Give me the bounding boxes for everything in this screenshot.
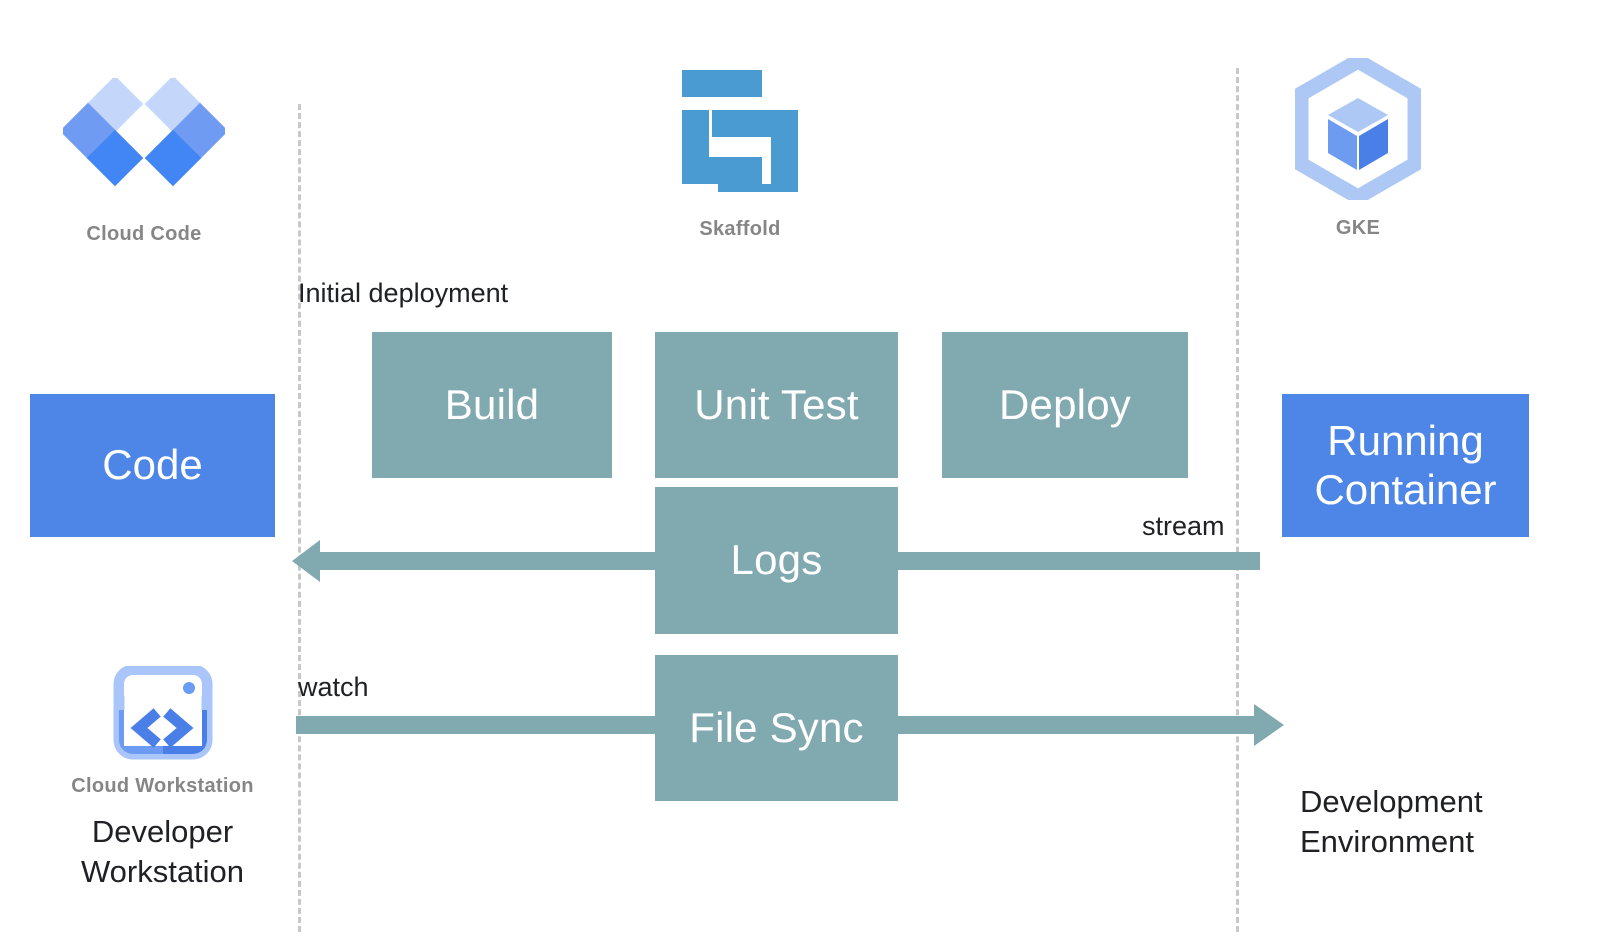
logo-caption-skaffold: Skaffold — [699, 218, 781, 240]
environment-boundary-line — [1236, 68, 1239, 932]
code-box-label: Code — [102, 441, 203, 489]
logo-caption-gke: GKE — [1335, 217, 1381, 239]
workstation-boundary-line — [298, 104, 301, 932]
cloud-workstation-icon — [113, 664, 213, 767]
logo-cloud-workstation: Cloud Workstation — [60, 664, 265, 798]
running-container-line1: Running — [1327, 416, 1484, 464]
stage-box-file-sync[interactable]: File Sync — [655, 655, 898, 801]
running-container-line2: Container — [1314, 465, 1497, 513]
connector-label-watch: watch — [298, 672, 369, 702]
connector-label-initial-deployment: Initial deployment — [298, 278, 509, 308]
connector-label-stream: stream — [1142, 511, 1225, 541]
skaffold-icon — [678, 66, 802, 211]
zone-caption-developer-workstation: Developer Workstation — [80, 814, 245, 889]
stage-label-unit-test: Unit Test — [694, 380, 859, 428]
cloud-code-icon — [59, 75, 229, 203]
gke-icon — [1293, 52, 1423, 206]
stage-label-file-sync: File Sync — [689, 703, 864, 751]
running-container-label: Running Container — [1314, 417, 1496, 514]
logo-skaffold: Skaffold — [640, 66, 840, 241]
code-box[interactable]: Code — [30, 394, 275, 537]
logo-cloud-code: Cloud Code — [44, 75, 244, 246]
stage-box-unit-test[interactable]: Unit Test — [655, 332, 898, 478]
logo-gke: GKE — [1258, 52, 1458, 240]
stage-label-logs: Logs — [730, 536, 823, 584]
stage-label-build: Build — [444, 380, 540, 428]
logo-caption-cloud-code: Cloud Code — [86, 223, 202, 245]
running-container-box[interactable]: Running Container — [1282, 394, 1529, 537]
zone-caption-development-environment: Development Environment — [1300, 784, 1483, 859]
stage-box-logs[interactable]: Logs — [655, 487, 898, 634]
stage-label-deploy: Deploy — [999, 380, 1131, 428]
logo-caption-cloud-workstation: Cloud Workstation — [71, 775, 254, 797]
stage-box-deploy[interactable]: Deploy — [942, 332, 1188, 478]
stage-box-build[interactable]: Build — [372, 332, 612, 478]
